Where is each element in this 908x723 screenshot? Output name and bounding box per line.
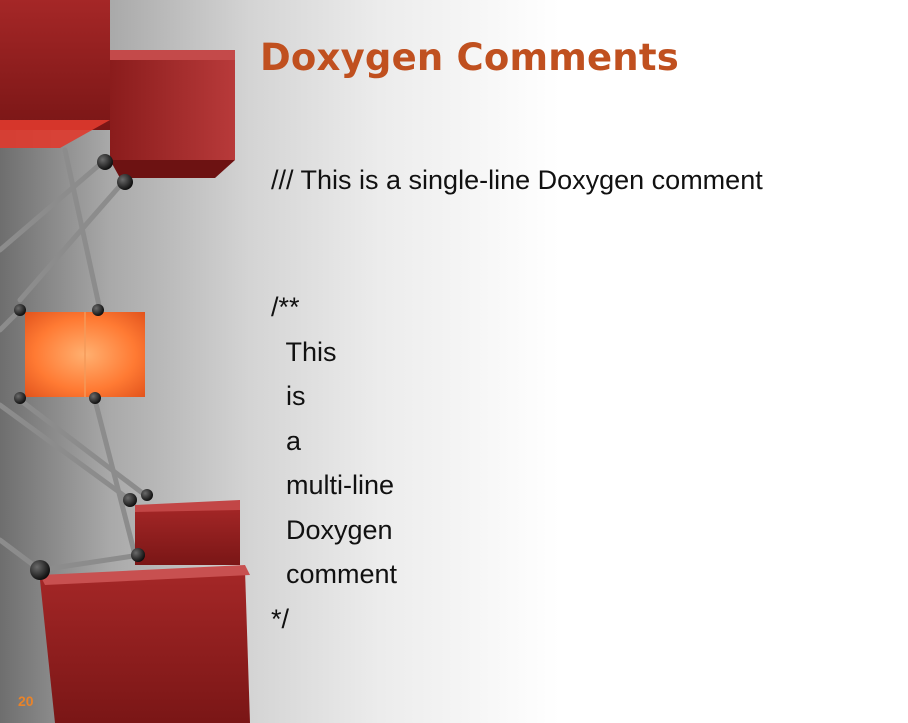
single-line-comment: /// This is a single-line Doxygen commen… (271, 165, 763, 195)
comment-line: */ (271, 603, 290, 634)
glowing-cube (25, 312, 145, 397)
bottom-large-cube (40, 565, 250, 723)
top-cube (0, 0, 235, 178)
joint-balls (14, 154, 153, 580)
connector-rods (0, 147, 148, 573)
decorative-cubes-illustration (0, 0, 250, 723)
slide-page-number: 20 (18, 693, 34, 709)
slide-title: Doxygen Comments (260, 36, 679, 79)
bottom-small-cube (135, 500, 240, 565)
comment-line: This (271, 336, 337, 367)
comment-line: Doxygen (271, 514, 393, 545)
multi-line-comment: /** This is a multi-line Doxygen comment… (271, 285, 397, 641)
comment-line: a (271, 425, 302, 456)
comment-line: /** (271, 292, 300, 322)
comment-line: is (271, 381, 306, 411)
comment-line: comment (271, 559, 398, 589)
comment-line: multi-line (271, 470, 395, 500)
